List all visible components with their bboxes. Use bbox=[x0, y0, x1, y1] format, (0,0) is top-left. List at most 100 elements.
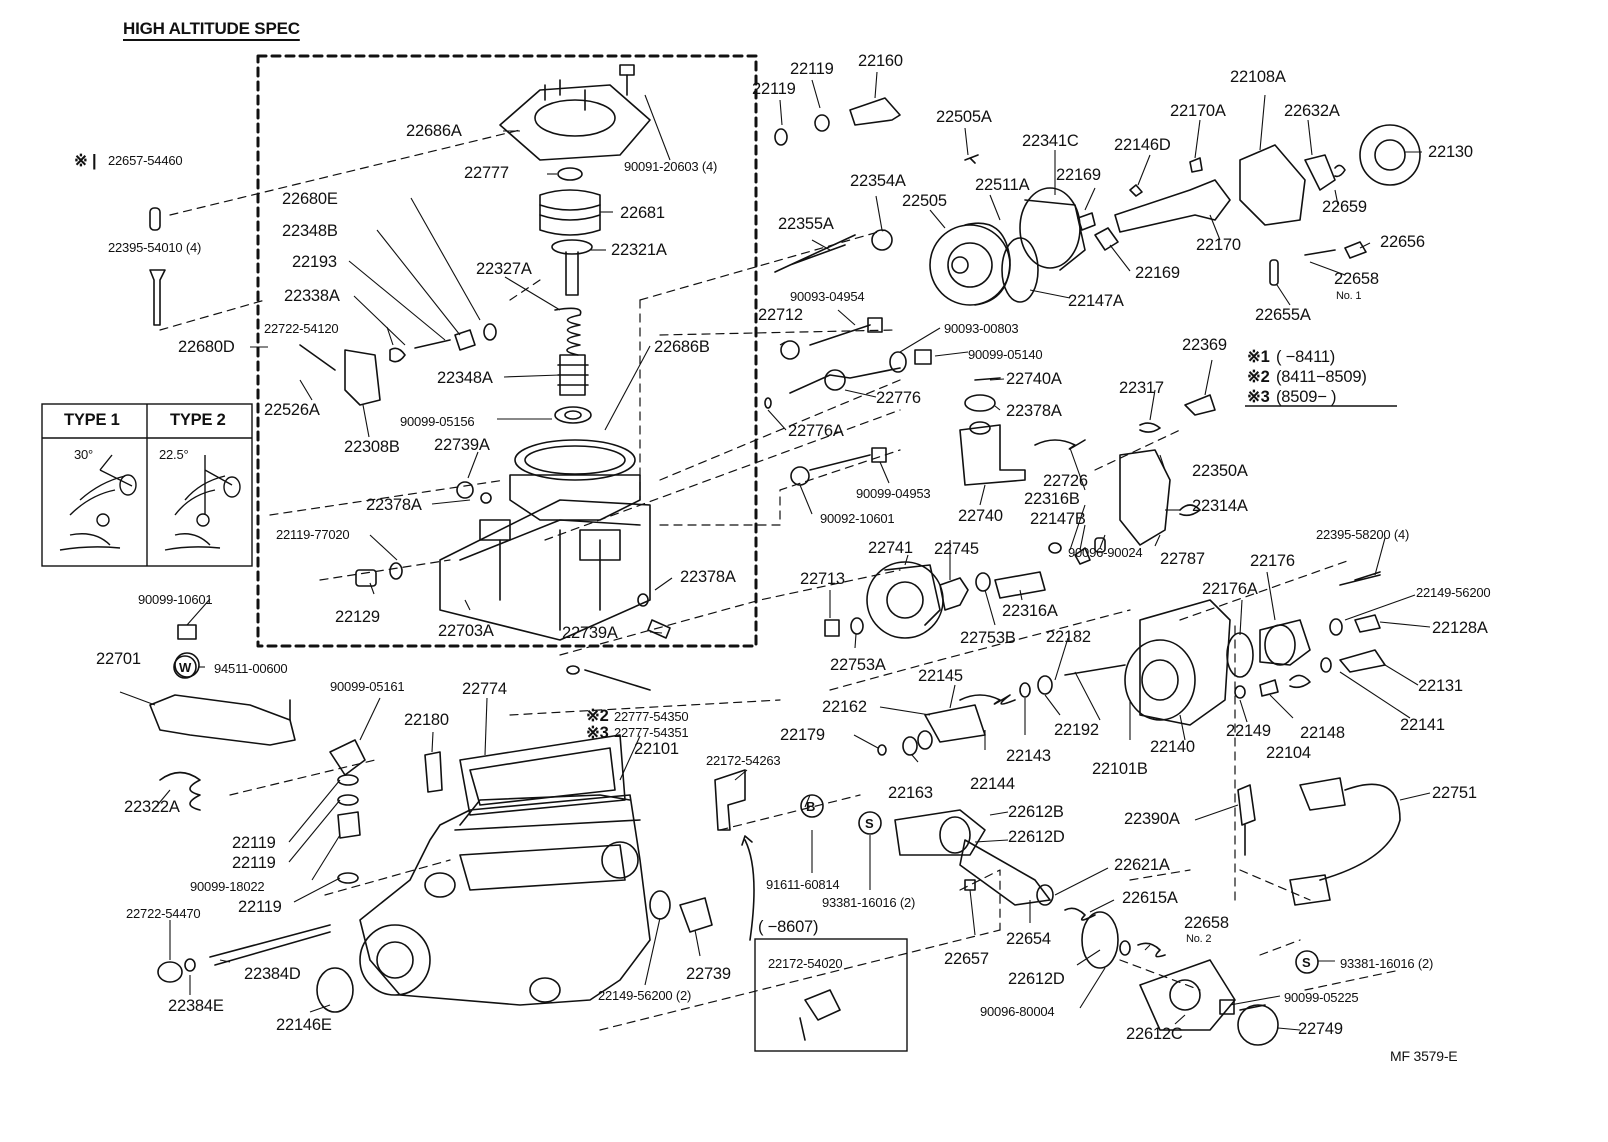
part-label: 22193 bbox=[292, 253, 337, 271]
page-title: HIGH ALTITUDE SPEC bbox=[123, 19, 300, 38]
type1-angle: 30° bbox=[74, 447, 94, 462]
gasket-22774 bbox=[459, 734, 626, 816]
part-label: No. 1 bbox=[1336, 290, 1362, 302]
part-label: 22163 bbox=[888, 784, 933, 802]
part-label: 22146D bbox=[1114, 136, 1171, 154]
part-label: 22119 bbox=[232, 854, 276, 872]
legend-mark-3: ※3 bbox=[1247, 388, 1270, 406]
part-label: 22701 bbox=[96, 650, 141, 668]
22612C-housing bbox=[1139, 959, 1236, 1031]
part-label: 22314A bbox=[1192, 497, 1248, 515]
pump-housing-22101 bbox=[359, 794, 651, 1006]
part-label: 22129 bbox=[335, 608, 380, 626]
part-label: 22745 bbox=[934, 540, 979, 558]
part-label: 22348A bbox=[437, 369, 493, 387]
part-label: 90099-05225 bbox=[1284, 990, 1359, 1005]
part-label: 22621A bbox=[1114, 856, 1170, 874]
legend-range-1: ( −8411) bbox=[1276, 348, 1336, 366]
part-label: 22119 bbox=[790, 60, 834, 78]
part-label: 22355A bbox=[778, 215, 834, 233]
part-label: 22179 bbox=[780, 726, 825, 744]
part-label: 22712 bbox=[758, 306, 803, 324]
legend-range-2: (8411−8509) bbox=[1276, 368, 1367, 386]
part-label: 94511-00600 bbox=[214, 661, 288, 676]
part-label: 22776A bbox=[788, 422, 844, 440]
part-label: 22192 bbox=[1054, 721, 1099, 739]
high-altitude-frame bbox=[256, 54, 758, 648]
part-label: 22108A bbox=[1230, 68, 1286, 86]
spring-seat bbox=[539, 189, 601, 236]
part-label: 22726 bbox=[1043, 472, 1088, 490]
part-label: 22384D bbox=[244, 965, 301, 983]
figure-code: MF 3579-E bbox=[1390, 1048, 1458, 1064]
part-label: 22505 bbox=[902, 192, 947, 210]
governor-cover bbox=[499, 84, 651, 161]
part-label: 22384E bbox=[168, 997, 224, 1015]
part-label: 22130 bbox=[1428, 143, 1473, 161]
part-label: 22317 bbox=[1119, 379, 1164, 397]
part-label: 90096-80004 bbox=[980, 1004, 1055, 1019]
part-label: 22149 bbox=[1226, 722, 1271, 740]
part-label: 22739A bbox=[562, 624, 618, 642]
part-label: 22655A bbox=[1255, 306, 1311, 324]
part-label: 22681 bbox=[620, 204, 665, 222]
part-label: 22378A bbox=[1006, 402, 1062, 420]
part-label: 22101B bbox=[1092, 760, 1148, 778]
part-label: 22146E bbox=[276, 1016, 332, 1034]
part-label: 90096-90024 bbox=[1068, 545, 1143, 560]
part-label: No. 2 bbox=[1186, 933, 1212, 945]
part-label: 22143 bbox=[1006, 747, 1051, 765]
part-label: 22149-56200 bbox=[1416, 585, 1491, 600]
part-label: 22749 bbox=[1298, 1020, 1343, 1038]
part-label: 22369 bbox=[1182, 336, 1227, 354]
part-label: 22656 bbox=[1380, 233, 1425, 251]
part-label: 22378A bbox=[366, 496, 422, 514]
part-label: 22119 bbox=[232, 834, 276, 852]
part-label: 22659 bbox=[1322, 198, 1367, 216]
note-mark-2: ※2 bbox=[586, 707, 609, 725]
circle-s-mark: S bbox=[865, 816, 874, 831]
part-label: 22162 bbox=[822, 698, 867, 716]
part-label: 22350A bbox=[1192, 462, 1248, 480]
part-label: 22703A bbox=[438, 622, 494, 640]
part-label: 22787 bbox=[1160, 550, 1205, 568]
part-label: 22776 bbox=[876, 389, 921, 407]
type2-label: TYPE 2 bbox=[170, 411, 226, 429]
part-label: 22145 bbox=[918, 667, 963, 685]
part-label: 22686A bbox=[406, 122, 462, 140]
governor-shaft bbox=[1114, 179, 1231, 233]
part-label: 22140 bbox=[1150, 738, 1195, 756]
inset-range: ( −8607) bbox=[758, 918, 819, 936]
part-label: 90091-20603 (4) bbox=[624, 159, 718, 174]
part-label: 22316A bbox=[1002, 602, 1058, 620]
type1-label: TYPE 1 bbox=[64, 411, 120, 429]
part-label: 22160 bbox=[858, 52, 903, 70]
part-label: 22104 bbox=[1266, 744, 1311, 762]
part-label: 90092-10601 bbox=[820, 511, 895, 526]
part-label: 90093-00803 bbox=[944, 321, 1019, 336]
distributor-head bbox=[1139, 599, 1231, 726]
part-label: 90099-05140 bbox=[968, 347, 1043, 362]
part-label: 22740 bbox=[958, 507, 1003, 525]
part-label: 22654 bbox=[1006, 930, 1051, 948]
part-label: 22169 bbox=[1056, 166, 1101, 184]
governor-housing bbox=[439, 499, 651, 641]
part-label: 90093-04954 bbox=[790, 289, 865, 304]
part-label: 22753B bbox=[960, 629, 1016, 647]
part-label: 22316B bbox=[1024, 490, 1080, 508]
part-label: 22170A bbox=[1170, 102, 1226, 120]
legend-mark-2: ※2 bbox=[1247, 368, 1270, 386]
part-label: 22722-54120 bbox=[264, 321, 339, 336]
note-mark-3: ※3 bbox=[586, 724, 609, 742]
part-label: 22751 bbox=[1432, 784, 1477, 802]
part-label: 22119 bbox=[238, 898, 282, 916]
part-label: 22327A bbox=[476, 260, 532, 278]
part-label: 22739A bbox=[434, 436, 490, 454]
part-label: 90099-10601 bbox=[138, 592, 213, 607]
legend-range-3: (8509− ) bbox=[1276, 388, 1337, 406]
part-label: 22147B bbox=[1030, 510, 1086, 528]
part-label: 22658 bbox=[1334, 270, 1379, 288]
part-label: 22612D bbox=[1008, 828, 1065, 846]
part-label: 22348B bbox=[282, 222, 338, 240]
